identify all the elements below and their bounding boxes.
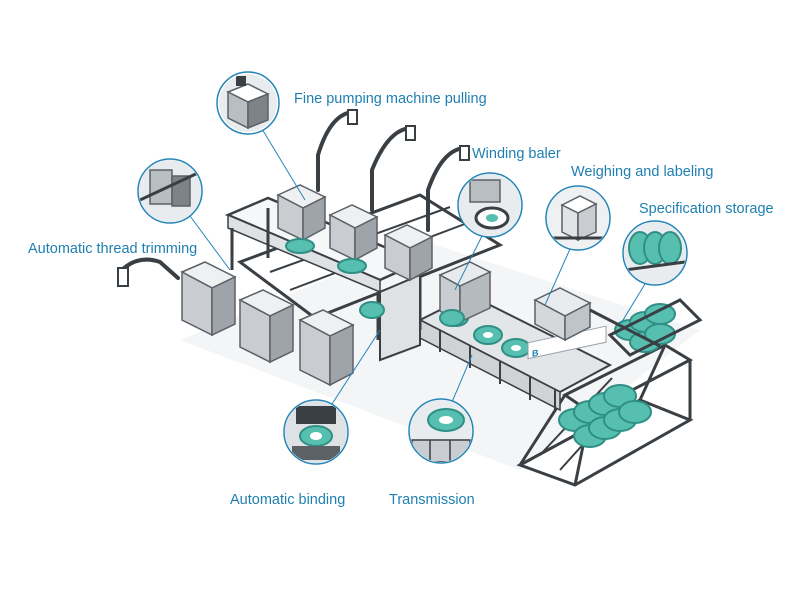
label-transmission: Transmission [389, 492, 475, 508]
callout-storage [622, 220, 688, 286]
label-binding: Automatic binding [230, 492, 346, 508]
fine-pumping-machines [276, 109, 470, 282]
pumping-machine-1 [276, 184, 327, 254]
callout-fine-pumping [216, 71, 280, 135]
label-thread-trimming: Automatic thread trimming [28, 241, 198, 257]
weighing-station [533, 287, 661, 348]
pumping-machine-2 [328, 204, 379, 274]
pumping-machine-3 [383, 224, 434, 282]
label-fine-pumping: Fine pumping machine pulling [294, 91, 487, 107]
banner-logo: B [532, 348, 539, 359]
callout-thread-trimming [137, 158, 203, 224]
callout-winding-baler [457, 172, 523, 238]
callout-weighing [545, 185, 611, 251]
thread-trimming-machines [117, 257, 385, 387]
callout-binding [283, 399, 349, 465]
callout-leader-lines [189, 128, 646, 405]
winding-baler [438, 261, 492, 327]
robot-gripper-icons [347, 109, 470, 161]
label-storage: Specification storage [639, 201, 774, 217]
label-weighing: Weighing and labeling [571, 164, 714, 180]
callout-transmission [408, 398, 474, 464]
label-winding-baler: Winding baler [472, 146, 561, 162]
specification-storage-rack [516, 298, 703, 487]
stored-coils-lower [558, 384, 652, 448]
